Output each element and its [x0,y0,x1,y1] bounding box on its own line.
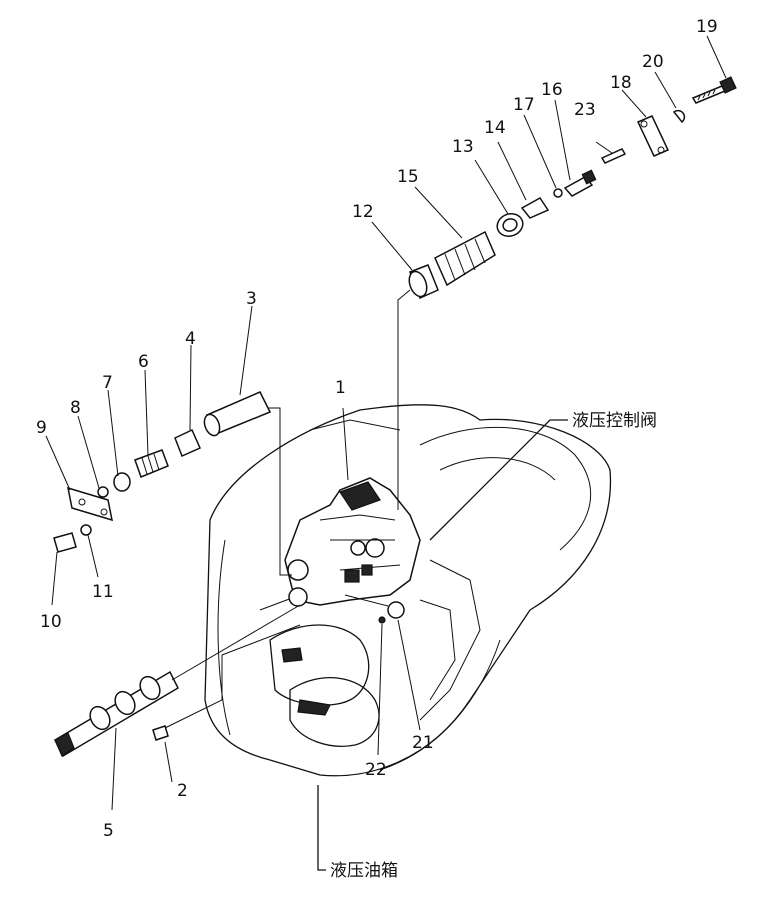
part-8-oring [97,486,109,498]
callout-2: 2 [177,781,188,801]
hydraulic-tank [204,404,612,777]
callout-19: 19 [696,17,718,37]
small-seals [344,594,405,624]
control-valve-body [284,477,421,607]
part-11-washer [80,524,92,536]
callout-5: 5 [103,821,114,841]
part-6-spring [134,449,169,478]
part-15-spring [434,230,496,287]
part-7-retainer [113,472,131,492]
part-5-spool [54,670,179,758]
callout-15: 15 [397,167,419,187]
part-4-piston [174,428,201,458]
callout-20: 20 [642,52,664,72]
callout-18: 18 [610,73,632,93]
part-10-bolt [53,532,77,553]
callout-13: 13 [452,137,474,157]
callout-16: 16 [541,80,563,100]
callout-23: 23 [574,100,596,120]
callout-9: 9 [36,418,47,438]
leader-lines [45,35,727,871]
part-22-pin [378,616,386,624]
callout-4: 4 [185,329,196,349]
spool-assembly [54,604,301,758]
part-14-cap [520,197,550,219]
leader-oil-tank [317,785,326,871]
callout-3: 3 [246,289,257,309]
callouts: 1 2 3 4 5 6 7 8 9 10 11 12 13 14 15 16 1… [36,17,718,841]
callout-6: 6 [138,352,149,372]
part-2-plug [152,725,169,741]
part-21-oring [387,601,405,619]
callout-12: 12 [352,202,374,222]
label-control-valve: 液压控制阀 [572,411,657,431]
callout-14: 14 [484,118,506,138]
upper-exploded-parts [397,76,737,510]
callout-8: 8 [70,398,81,418]
callout-1: 1 [335,378,346,398]
part-20-washer [672,109,686,124]
callout-7: 7 [102,373,113,393]
callout-22: 22 [365,760,387,780]
part-23-pin [600,148,627,164]
callout-11: 11 [92,582,114,602]
left-exploded-parts [53,391,292,576]
label-oil-tank: 液压油箱 [330,861,398,881]
callout-17: 17 [513,95,535,115]
callout-21: 21 [412,733,434,753]
part-18-plate [636,115,670,157]
part-17-washer [553,188,563,198]
callout-10: 10 [40,612,62,632]
leader-control-valve [429,419,568,541]
